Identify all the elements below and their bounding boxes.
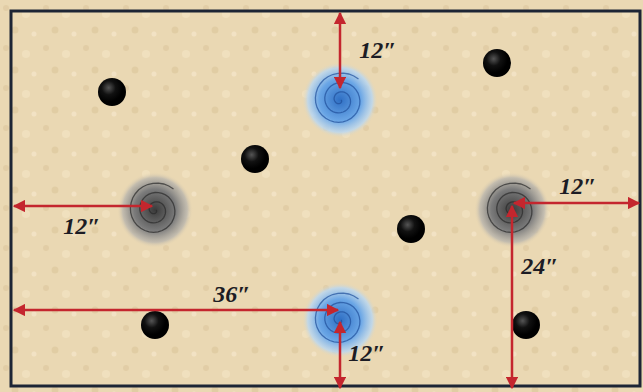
swirl-spiral (487, 183, 532, 232)
swirl-spiral (130, 183, 175, 232)
smoke-swirl (117, 172, 193, 248)
swirl-spiral (315, 73, 360, 122)
distance-label: 24″ (518, 253, 561, 279)
distance-label: 36″ (210, 281, 253, 307)
distance-label: 12″ (556, 173, 599, 199)
distance-label: 12″ (356, 37, 399, 63)
distance-label: 12″ (60, 213, 103, 239)
distance-label: 12″ (345, 340, 388, 366)
swirl-spiral (315, 293, 360, 342)
